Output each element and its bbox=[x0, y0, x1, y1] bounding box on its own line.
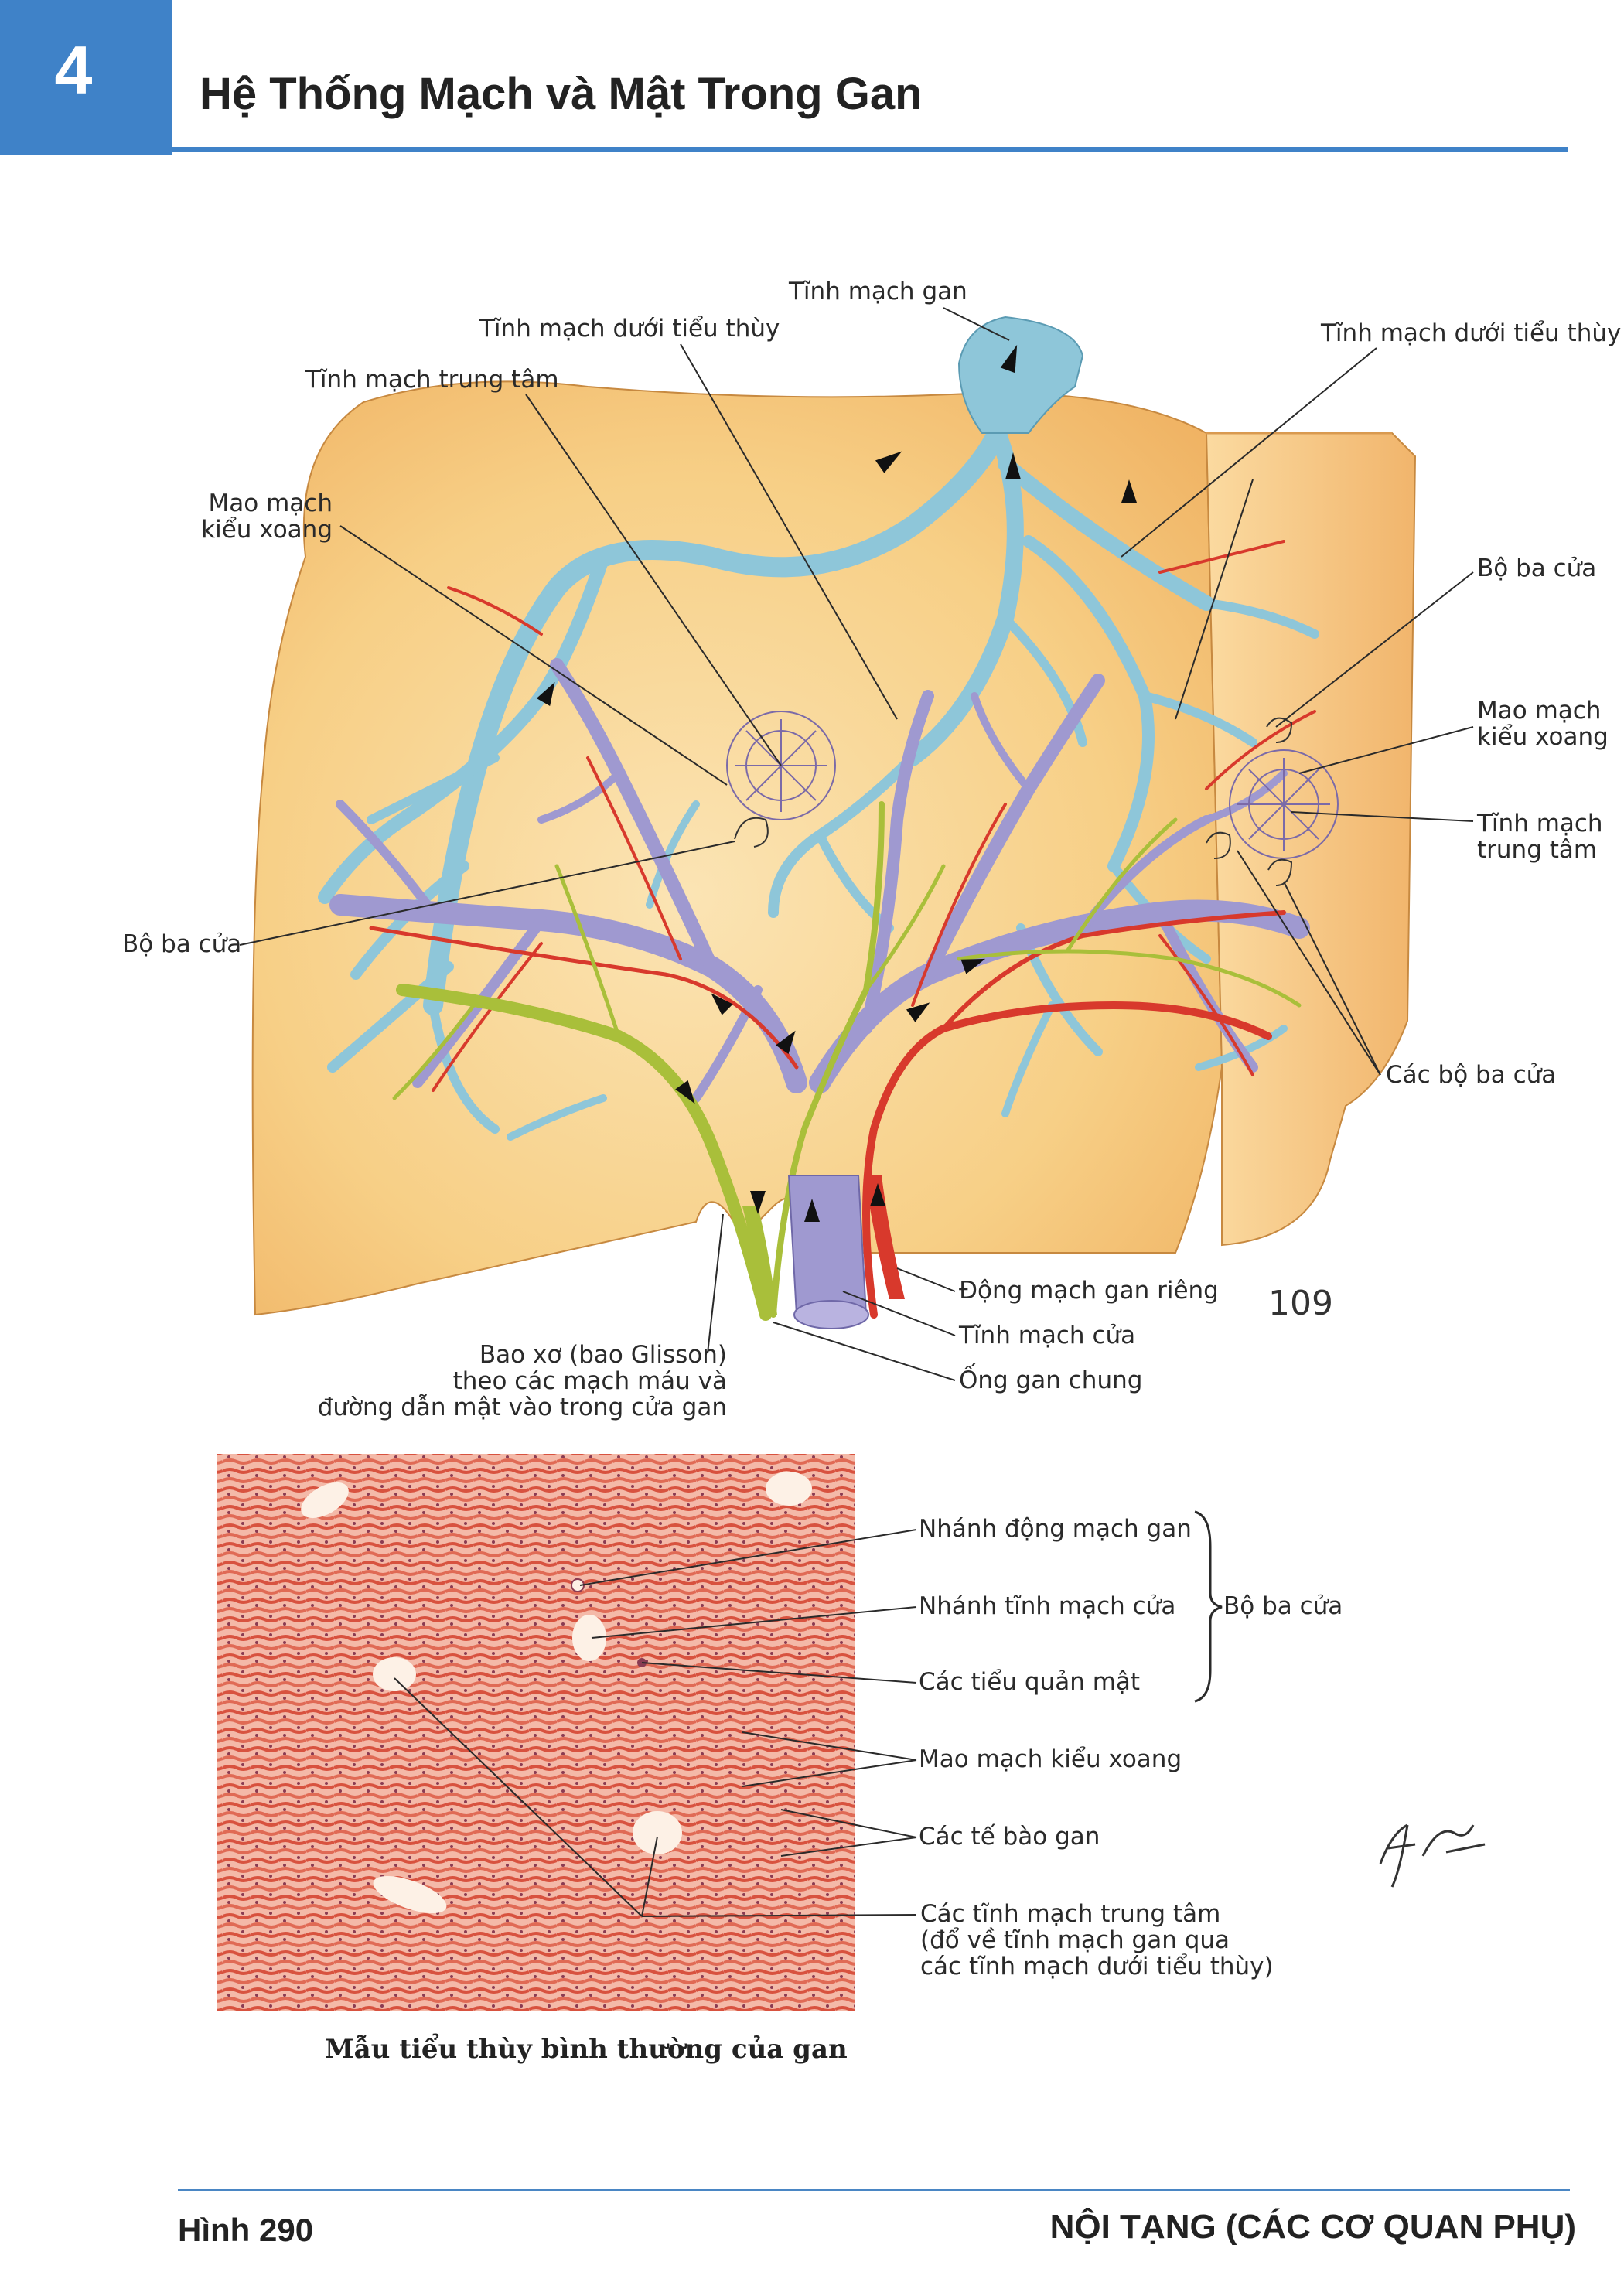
lobule-right bbox=[1229, 749, 1339, 859]
label-mao-mach-right-1: Mao mạch bbox=[1477, 697, 1602, 725]
label-bao-xo-3: đường dẫn mật vào trong cửa gan bbox=[317, 1394, 727, 1421]
portal-vein-trunk bbox=[787, 1175, 868, 1315]
label-mao-mach-right-2: kiểu xoang bbox=[1477, 723, 1609, 751]
portal-vein-tree bbox=[329, 658, 1310, 1103]
label-bao-xo-2: theo các mạch máu và bbox=[452, 1367, 727, 1395]
bile-duct-trunk bbox=[742, 1206, 777, 1315]
label-bo-ba-cua-histology: Bộ ba cửa bbox=[1223, 1592, 1343, 1620]
hepatic-artery-tree bbox=[369, 540, 1316, 1319]
label-cac-te-bao-gan: Các tế bào gan bbox=[919, 1823, 1100, 1851]
label-cac-tieu-quan-mat: Các tiểu quản mật bbox=[919, 1668, 1141, 1696]
hepatic-vein-trunk bbox=[957, 316, 1084, 434]
label-dong-mach-gan-rieng: Động mạch gan riêng bbox=[959, 1277, 1219, 1305]
label-bo-ba-cua-left: Bộ ba cửa bbox=[122, 930, 242, 958]
hepatic-vein-tree bbox=[318, 369, 1319, 1141]
label-cac-tm-trung-tam-2: (đổ về tĩnh mạch gan qua bbox=[920, 1926, 1230, 1954]
bile-duct-tree bbox=[392, 801, 1302, 1321]
label-mao-mach-kieu-xoang: Mao mạch kiểu xoang bbox=[919, 1745, 1182, 1773]
portal-triad-brace bbox=[1194, 1510, 1223, 1703]
flow-arrows bbox=[536, 344, 1137, 1222]
liver-front-face bbox=[251, 380, 1223, 1316]
label-tm-duoi-tieu-thuy-left: Tĩnh mạch dưới tiểu thùy bbox=[479, 315, 780, 343]
label-tinh-mach-cua: Tĩnh mạch cửa bbox=[959, 1322, 1136, 1349]
chapter-number: 4 bbox=[54, 32, 93, 108]
signature-mark bbox=[1379, 1823, 1486, 1888]
header-rule bbox=[172, 147, 1568, 152]
portal-vein-opening bbox=[793, 1300, 869, 1329]
label-cac-tm-trung-tam-1: Các tĩnh mạch trung tâm bbox=[920, 1900, 1221, 1928]
portal-triad-rings bbox=[734, 717, 1293, 886]
label-mao-mach-left-1: Mao mạch bbox=[208, 490, 333, 517]
page-title: Hệ Thống Mạch và Mật Trong Gan bbox=[200, 69, 923, 119]
label-ong-gan-chung: Ống gan chung bbox=[959, 1366, 1143, 1394]
label-cac-bo-ba-cua: Các bộ ba cửa bbox=[1386, 1061, 1557, 1089]
diagram-leader-lines bbox=[239, 307, 1474, 1381]
label-tinh-mach-gan: Tĩnh mạch gan bbox=[789, 278, 967, 305]
label-nhanh-dong-mach-gan: Nhánh động mạch gan bbox=[919, 1515, 1192, 1543]
footer-rule bbox=[178, 2189, 1570, 2191]
chapter-badge: 4 bbox=[0, 0, 172, 155]
label-tm-duoi-tieu-thuy-right: Tĩnh mạch dưới tiểu thùy bbox=[1321, 319, 1622, 347]
histology-caption: Mẫu tiểu thùy bình thường của gan bbox=[325, 2034, 848, 2065]
label-bao-xo-1: Bao xơ (bao Glisson) bbox=[479, 1341, 727, 1369]
figure-number: Hình 290 bbox=[178, 2212, 314, 2248]
label-cac-tm-trung-tam-3: các tĩnh mạch dưới tiểu thùy) bbox=[920, 1953, 1274, 1980]
histology-panel bbox=[217, 1454, 855, 2011]
label-tm-trung-tam-right-1: Tĩnh mạch bbox=[1477, 810, 1603, 838]
label-tm-trung-tam-left: Tĩnh mạch trung tâm bbox=[305, 366, 559, 394]
label-bo-ba-cua-right: Bộ ba cửa bbox=[1477, 554, 1597, 582]
label-nhanh-tinh-mach-cua: Nhánh tĩnh mạch cửa bbox=[919, 1592, 1176, 1620]
liver-side-face bbox=[1205, 432, 1417, 1247]
page-number: 109 bbox=[1268, 1284, 1333, 1323]
label-tm-trung-tam-right-2: trung tâm bbox=[1477, 836, 1598, 864]
label-mao-mach-left-2: kiểu xoang bbox=[201, 516, 333, 544]
histology-leader-lines bbox=[394, 1529, 917, 1917]
section-title: NỘI TẠNG (CÁC CƠ QUAN PHỤ) bbox=[1049, 2208, 1576, 2246]
